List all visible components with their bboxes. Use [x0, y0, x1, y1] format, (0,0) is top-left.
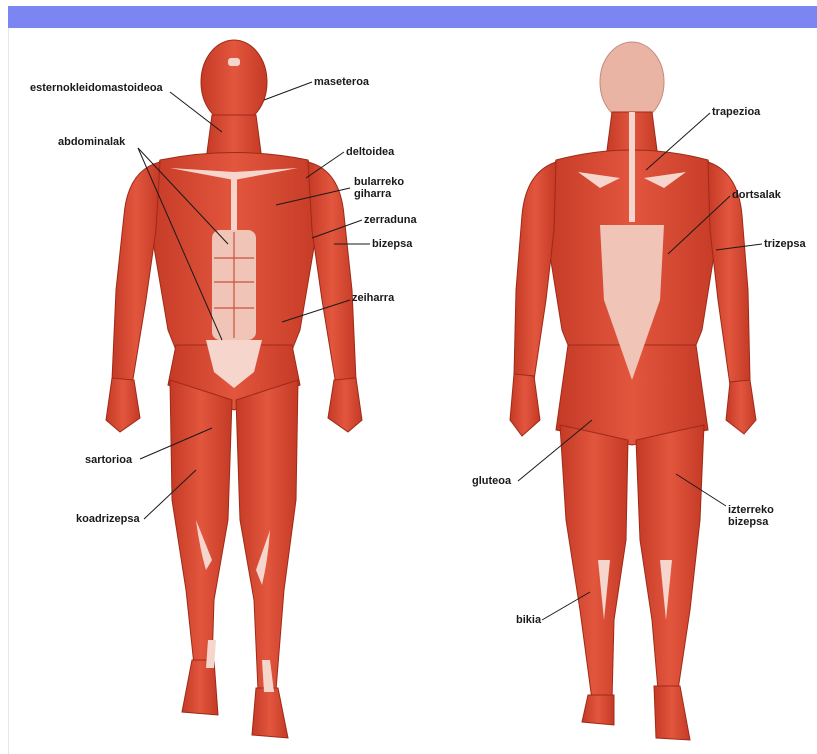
label-zerraduna: zerraduna	[364, 214, 417, 226]
label-dortsalak: dortsalak	[732, 189, 781, 201]
back-head	[600, 42, 664, 122]
front-foot-right	[252, 688, 288, 738]
label-esternokleidomastoideoa: esternokleidomastoideoa	[30, 82, 163, 94]
label-deltoidea: deltoidea	[346, 146, 394, 158]
front-arm-left	[112, 162, 160, 385]
front-hand-right	[328, 378, 362, 432]
back-foot-left	[582, 695, 614, 725]
front-foot-left	[182, 660, 218, 715]
front-hand-left	[106, 378, 140, 432]
label-trapezioa: trapezioa	[712, 106, 760, 118]
label-sartorioa: sartorioa	[85, 454, 132, 466]
back-leg-right	[636, 425, 704, 690]
front-leg-left	[170, 380, 232, 665]
label-bizepsa: bizepsa	[372, 238, 412, 250]
label-trizepsa: trizepsa	[764, 238, 806, 250]
label-bularreko-giharra: bularreko giharra	[354, 176, 414, 200]
front-head	[201, 40, 267, 124]
label-abdominalak: abdominalak	[58, 136, 125, 148]
back-foot-right	[654, 686, 690, 740]
front-body-figure	[106, 40, 362, 738]
leader-maseteroa	[264, 82, 312, 100]
back-hand-right	[726, 380, 756, 434]
label-koadrizepsa: koadrizepsa	[76, 513, 140, 525]
label-izterreko-bizepsa: izterreko bizepsa	[728, 504, 788, 528]
back-hand-left	[510, 374, 540, 436]
label-zeiharra: zeiharra	[352, 292, 394, 304]
front-arm-right	[308, 162, 356, 385]
label-gluteoa: gluteoa	[472, 475, 511, 487]
label-bikia: bikia	[516, 614, 541, 626]
label-maseteroa: maseteroa	[314, 76, 369, 88]
front-leg-right	[236, 380, 298, 690]
back-leg-left	[560, 425, 628, 700]
back-arm-left	[514, 162, 556, 380]
